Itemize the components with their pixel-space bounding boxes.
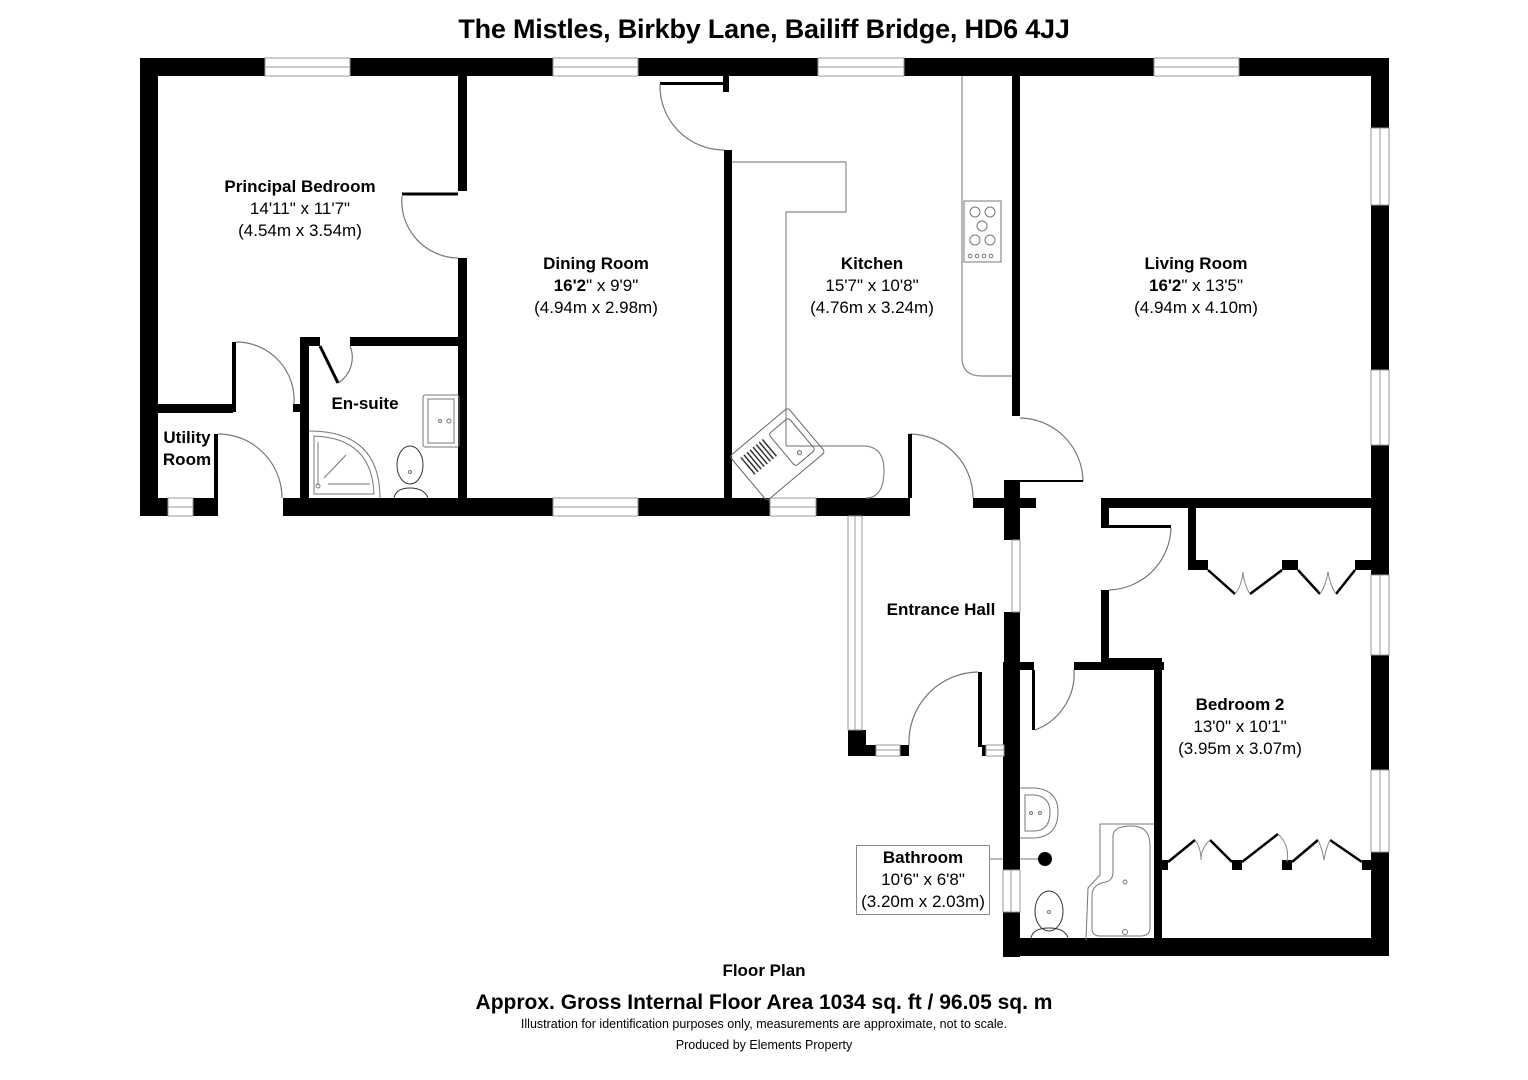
basin-icon: [1020, 787, 1059, 839]
walls: [140, 58, 1389, 957]
windows: [167, 57, 1390, 913]
shower-icon: [308, 430, 381, 499]
room-name: En-suite: [331, 394, 399, 413]
room-dimensions-metric: (4.54m x 3.54m): [238, 221, 362, 240]
kitchen-worktops: [732, 76, 1012, 499]
sink-icon: [730, 408, 825, 501]
room-label-kitchen: Kitchen 15'7" x 10'8" (4.76m x 3.24m): [782, 253, 962, 319]
room-dimensions-imperial: 10'6" x 6'8": [881, 870, 965, 889]
wardrobe-icon: [1167, 569, 1363, 864]
door-swings: [217, 83, 1172, 746]
room-label-principal-bedroom: Principal Bedroom 14'11" x 11'7" (4.54m …: [210, 176, 390, 242]
room-dimensions-imperial: 15'7" x 10'8": [825, 276, 919, 295]
room-dimensions-imperial: 16'2" x 13'5": [1106, 275, 1286, 297]
room-name: Living Room: [1144, 254, 1248, 273]
floor-area: Approx. Gross Internal Floor Area 1034 s…: [475, 991, 1053, 1014]
produced-by: Produced by Elements Property: [675, 1038, 853, 1052]
room-dimensions-metric: (4.94m x 4.10m): [1134, 298, 1258, 317]
room-name: Entrance Hall: [886, 600, 996, 619]
room-dimensions-imperial: 13'0" x 10'1": [1193, 717, 1287, 736]
basin-icon: [422, 394, 460, 448]
room-name-line2: Room: [162, 450, 212, 469]
toilet-icon: [1030, 890, 1069, 939]
room-name: Dining Room: [543, 254, 649, 273]
room-label-en-suite: En-suite: [320, 393, 410, 415]
room-dimensions-metric: (4.76m x 3.24m): [810, 298, 934, 317]
room-label-utility-room: Utility Room: [156, 427, 218, 471]
room-label-bathroom: Bathroom 10'6" x 6'8" (3.20m x 2.03m): [856, 845, 990, 915]
dimension-bold: 16'2: [553, 276, 587, 295]
room-label-living-room: Living Room 16'2" x 13'5" (4.94m x 4.10m…: [1106, 253, 1286, 319]
room-label-dining-room: Dining Room 16'2" x 9'9" (4.94m x 2.98m): [506, 253, 686, 319]
toilet-icon: [393, 445, 429, 499]
room-dimensions-imperial: 16'2" x 9'9": [506, 275, 686, 297]
plan-name: Floor Plan: [722, 961, 806, 980]
waste-pipe-icon: [1038, 852, 1052, 866]
hob-icon: [963, 200, 1002, 263]
room-dimensions-imperial: 14'11" x 11'7": [249, 199, 351, 218]
room-name: Bedroom 2: [1195, 695, 1285, 714]
dimension-rest: " x 9'9": [586, 276, 639, 295]
room-name-line1: Utility: [163, 428, 211, 447]
dimension-rest: " x 13'5": [1181, 276, 1244, 295]
dimension-bold: 16'2: [1148, 276, 1182, 295]
room-label-entrance-hall: Entrance Hall: [871, 599, 1011, 621]
room-name: Kitchen: [840, 254, 904, 273]
room-dimensions-metric: (4.94m x 2.98m): [534, 298, 658, 317]
room-name: Principal Bedroom: [224, 177, 376, 196]
room-label-bedroom-2: Bedroom 2 13'0" x 10'1" (3.95m x 3.07m): [1150, 694, 1330, 760]
room-dimensions-metric: (3.20m x 2.03m): [861, 892, 985, 911]
bath-icon: [1085, 823, 1154, 941]
page-title: The Mistles, Birkby Lane, Bailiff Bridge…: [458, 14, 1070, 44]
disclaimer: Illustration for identification purposes…: [520, 1017, 1008, 1031]
room-name: Bathroom: [882, 848, 964, 867]
room-dimensions-metric: (3.95m x 3.07m): [1178, 739, 1302, 758]
